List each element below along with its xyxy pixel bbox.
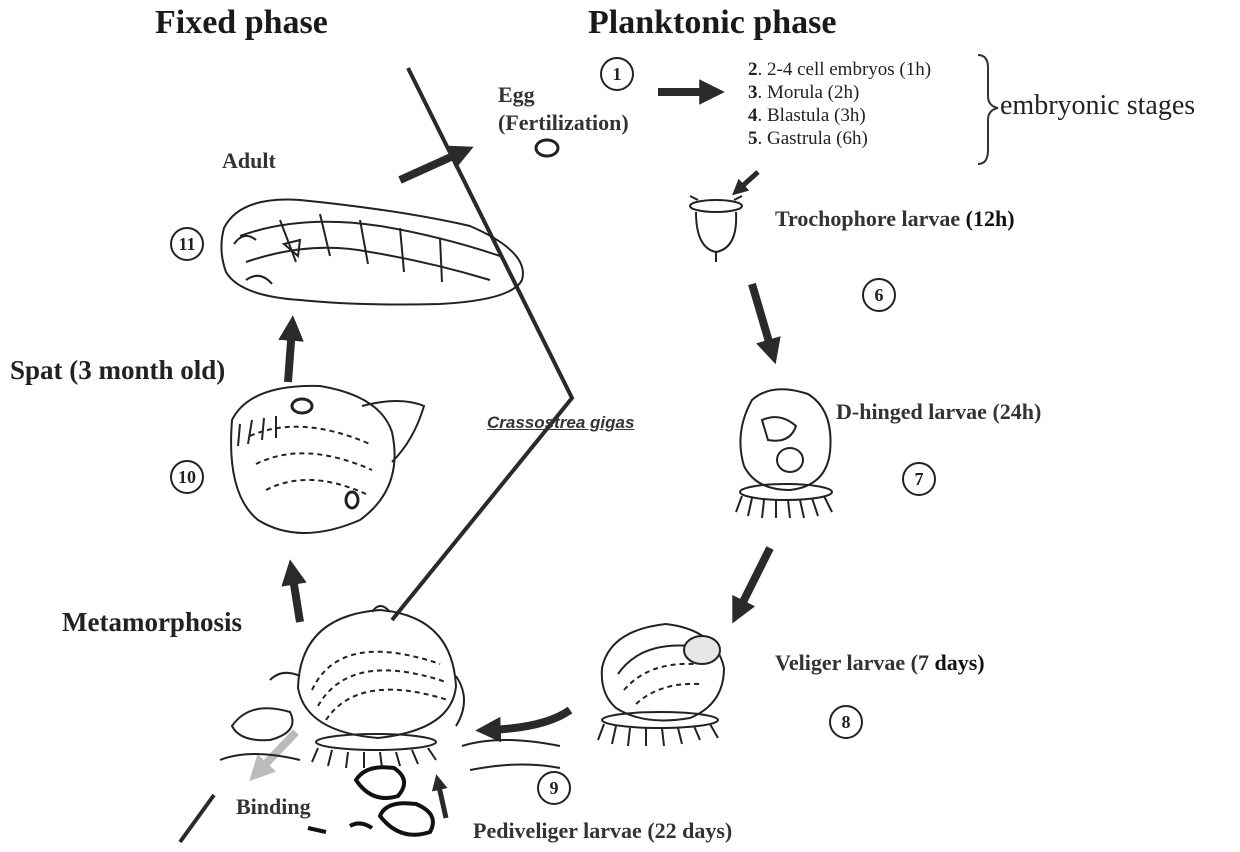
arrow-pediveliger-up <box>438 782 446 818</box>
stage-number-1: 1 <box>600 57 634 91</box>
arrow-veliger-to-pediveliger <box>488 710 570 730</box>
binding-label: Binding <box>236 794 311 820</box>
stage-number-10: 10 <box>170 460 204 494</box>
arrow-gastrula-to-trochophore <box>738 172 758 190</box>
embryonic-stage-item: 3. Morula (2h) <box>748 81 931 104</box>
stage-number-11: 11 <box>170 227 204 261</box>
dark-rocks <box>308 767 433 835</box>
arrow-dhinged-to-veliger <box>738 548 770 612</box>
adult-oyster-illustration <box>221 200 523 305</box>
trochophore-illustration <box>690 196 742 262</box>
egg-label: Egg <box>498 82 535 108</box>
trochophore-label: Trochophore larvae (12h) <box>775 206 1015 232</box>
spat-label: Spat (3 month old) <box>10 355 225 386</box>
pediveliger-label: Pediveliger larvae (22 days) <box>473 818 732 844</box>
stage-number-6: 6 <box>862 278 896 312</box>
embryonic-stage-list: 2. 2-4 cell embryos (1h) 3. Morula (2h) … <box>748 58 931 150</box>
fertilization-label: (Fertilization) <box>498 110 629 136</box>
embryonic-bracket <box>978 55 998 164</box>
embryonic-stage-item: 5. Gastrula (6h) <box>748 127 931 150</box>
stage-number-8: 8 <box>829 705 863 739</box>
adult-label: Adult <box>222 148 276 174</box>
planktonic-phase-title: Planktonic phase <box>588 4 836 42</box>
dhinged-label: D-hinged larvae (24h) <box>836 399 1041 425</box>
dhinged-larva-illustration <box>736 389 832 518</box>
egg-illustration <box>536 140 558 156</box>
arrow-trochophore-to-dhinged <box>752 284 772 352</box>
substrate-rocks <box>220 673 560 770</box>
pediveliger-larva-illustration <box>298 606 464 768</box>
embryonic-stages-label: embryonic stages <box>1000 90 1195 122</box>
fixed-phase-title: Fixed phase <box>155 4 328 42</box>
stage-number-7: 7 <box>902 462 936 496</box>
embryonic-stage-item: 4. Blastula (3h) <box>748 104 931 127</box>
embryonic-stage-item: 2. 2-4 cell embryos (1h) <box>748 58 931 81</box>
veliger-larva-illustration <box>598 624 724 746</box>
stage-number-9: 9 <box>537 771 571 805</box>
spat-illustration <box>231 386 424 533</box>
arrow-metamorphosis-to-spat <box>292 572 300 622</box>
arrow-adult-to-egg <box>400 152 462 180</box>
metamorphosis-label: Metamorphosis <box>62 607 242 638</box>
arrow-spat-to-adult <box>288 328 292 382</box>
veliger-label: Veliger larvae (7 days) <box>775 650 985 676</box>
species-label: Crassostrea gigas <box>487 413 634 433</box>
